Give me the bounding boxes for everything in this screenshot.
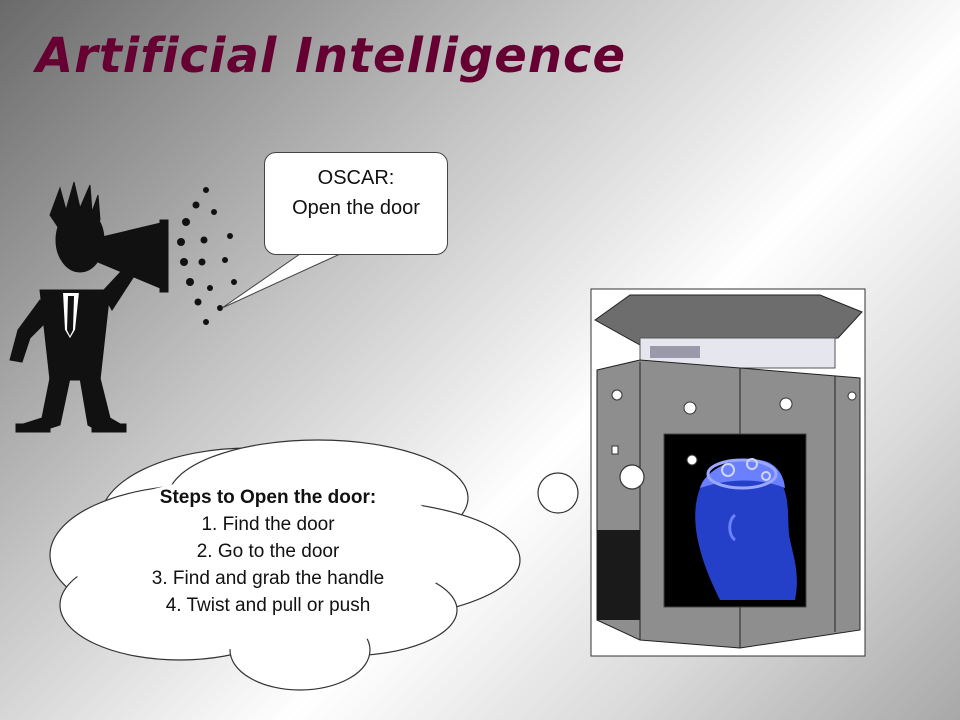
step-item: 1. Find the door bbox=[201, 514, 335, 535]
step-item: 2. Go to the door bbox=[196, 541, 340, 562]
thought-dot-medium bbox=[619, 464, 645, 490]
steps-heading: Steps to Open the door: bbox=[159, 487, 377, 508]
thought-dot-small bbox=[686, 454, 698, 466]
slide-title: Artificial Intelligence bbox=[36, 28, 626, 84]
thought-dot-large bbox=[537, 472, 579, 514]
speech-speaker: OSCAR: bbox=[317, 167, 395, 189]
step-item: 4. Twist and pull or push bbox=[165, 595, 371, 616]
thought-bubble-text: Steps to Open the door: 1. Find the door… bbox=[120, 484, 416, 619]
speech-text: Open the door bbox=[292, 197, 420, 219]
megaphone-man-icon bbox=[9, 181, 169, 433]
speech-bubble: OSCAR: Open the door bbox=[264, 152, 448, 255]
step-item: 3. Find and grab the handle bbox=[151, 568, 385, 589]
